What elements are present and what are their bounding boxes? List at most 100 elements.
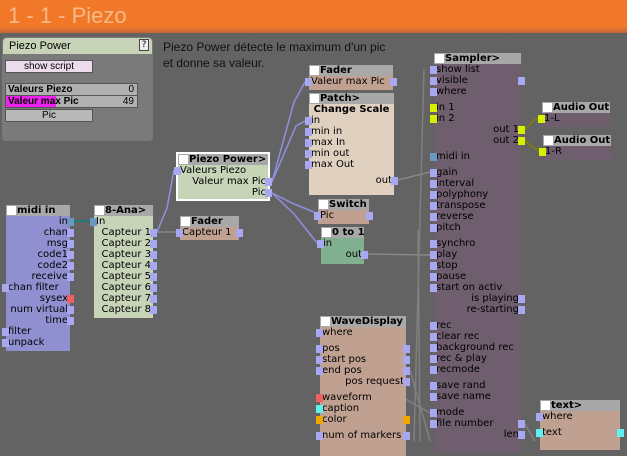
node-header[interactable]: Fader	[180, 216, 239, 227]
node-checkbox[interactable]	[543, 103, 552, 112]
node-header[interactable]: Switch	[318, 199, 369, 210]
output-port[interactable]	[67, 251, 74, 259]
input-port[interactable]	[430, 273, 437, 281]
output-port[interactable]	[403, 356, 410, 364]
node-checkbox[interactable]	[322, 228, 331, 237]
input-port[interactable]	[316, 356, 323, 364]
node-checkbox[interactable]	[435, 54, 444, 63]
wire[interactable]	[524, 423, 536, 441]
output-port[interactable]	[518, 77, 525, 85]
wire[interactable]	[271, 120, 306, 183]
wire[interactable]	[397, 171, 431, 181]
input-port[interactable]	[430, 284, 437, 292]
input-port[interactable]	[305, 139, 312, 147]
input-port[interactable]	[430, 333, 437, 341]
input-port[interactable]	[430, 88, 437, 96]
input-port[interactable]	[317, 240, 324, 248]
output-port[interactable]	[150, 273, 157, 281]
node-header[interactable]: text>	[540, 400, 620, 411]
output-port[interactable]	[518, 306, 525, 314]
output-port[interactable]	[518, 420, 525, 428]
input-port[interactable]	[316, 432, 323, 440]
output-port[interactable]	[617, 429, 624, 437]
input-port[interactable]	[430, 77, 437, 85]
output-port[interactable]	[67, 306, 74, 314]
node-checkbox[interactable]	[321, 317, 330, 326]
output-port[interactable]	[150, 306, 157, 314]
output-port[interactable]	[518, 137, 525, 145]
input-port[interactable]	[430, 66, 437, 74]
output-port[interactable]	[366, 212, 373, 220]
wire[interactable]	[524, 117, 539, 131]
node-header[interactable]: WaveDisplay	[320, 316, 406, 327]
node-header[interactable]: Sampler>	[434, 53, 521, 64]
output-port[interactable]	[67, 240, 74, 248]
output-port[interactable]	[391, 177, 398, 185]
input-port[interactable]	[2, 284, 9, 292]
help-button[interactable]: ?	[139, 39, 149, 51]
node-checkbox[interactable]	[319, 200, 328, 209]
output-port[interactable]	[67, 229, 74, 237]
input-port[interactable]	[538, 115, 545, 123]
input-port[interactable]	[430, 322, 437, 330]
node-checkbox[interactable]	[181, 217, 190, 226]
input-port[interactable]	[430, 191, 437, 199]
wire[interactable]	[524, 140, 540, 152]
input-port[interactable]	[430, 420, 437, 428]
input-port[interactable]	[430, 393, 437, 401]
output-port[interactable]	[67, 317, 74, 325]
wire[interactable]	[271, 81, 306, 183]
input-port[interactable]	[430, 115, 437, 123]
input-port[interactable]	[430, 104, 437, 112]
wire[interactable]	[409, 369, 431, 441]
input-port[interactable]	[316, 329, 323, 337]
input-port[interactable]	[316, 416, 323, 424]
node-checkbox[interactable]	[310, 94, 319, 103]
output-port[interactable]	[236, 229, 243, 237]
node-header[interactable]: 8-Ana>	[94, 205, 153, 216]
node-checkbox[interactable]	[7, 206, 16, 215]
output-port[interactable]	[150, 284, 157, 292]
node-checkbox[interactable]	[179, 155, 188, 164]
node-header[interactable]: 0 to 1	[321, 227, 364, 238]
input-port[interactable]	[305, 161, 312, 169]
node-checkbox[interactable]	[310, 66, 319, 75]
output-port[interactable]	[67, 218, 74, 226]
output-port[interactable]	[518, 295, 525, 303]
output-port[interactable]	[67, 262, 74, 270]
input-port[interactable]	[2, 328, 9, 336]
node-header[interactable]: Audio Out	[542, 102, 610, 113]
input-port[interactable]	[536, 429, 543, 437]
input-port[interactable]	[2, 339, 9, 347]
output-port[interactable]	[361, 251, 368, 259]
output-port[interactable]	[265, 189, 272, 197]
input-port[interactable]	[316, 367, 323, 375]
show-script-button[interactable]: show script	[5, 60, 93, 73]
input-port[interactable]	[430, 240, 437, 248]
input-port[interactable]	[539, 148, 546, 156]
output-port[interactable]	[150, 229, 157, 237]
output-port[interactable]	[67, 295, 74, 303]
input-port[interactable]	[314, 212, 321, 220]
input-port[interactable]	[305, 150, 312, 158]
output-port[interactable]	[403, 345, 410, 353]
output-port[interactable]	[67, 273, 74, 281]
input-port[interactable]	[430, 213, 437, 221]
input-port[interactable]	[174, 167, 181, 175]
wire[interactable]	[367, 253, 431, 256]
output-port[interactable]	[403, 378, 410, 386]
input-port[interactable]	[430, 251, 437, 259]
input-port[interactable]	[430, 180, 437, 188]
input-port[interactable]	[430, 224, 437, 232]
